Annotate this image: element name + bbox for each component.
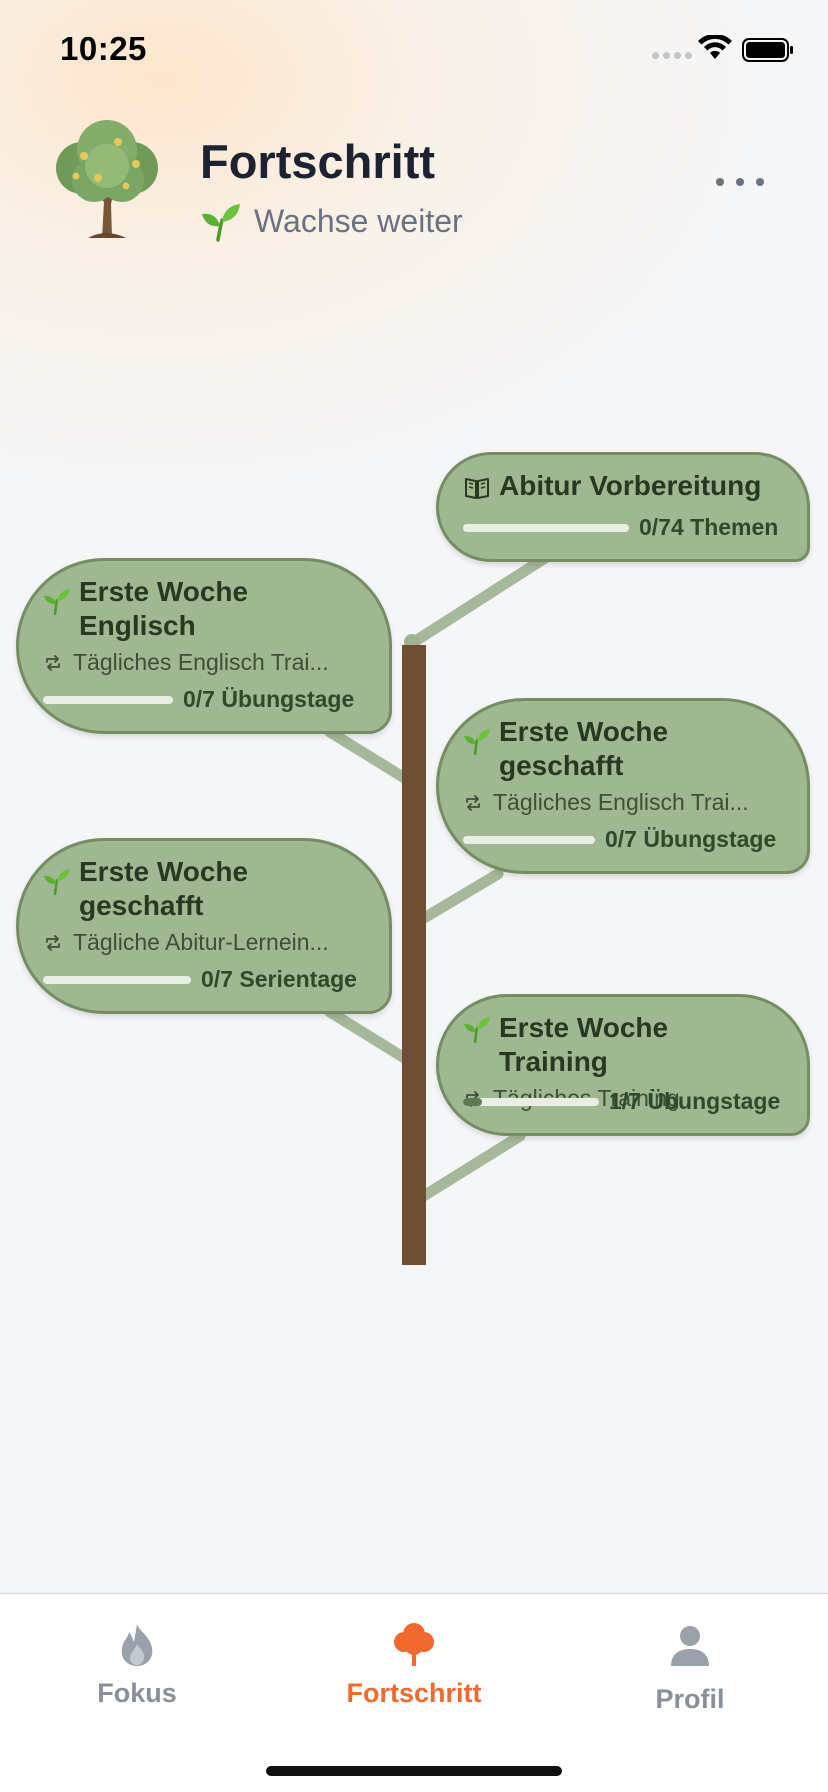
goal-progress: 0/74 Themen — [463, 514, 785, 541]
progress-text: 1/7 Übungstage — [609, 1088, 781, 1114]
goal-progress: 0/7 Serientage — [43, 966, 367, 993]
goal-title: Abitur Vorbereitung — [499, 470, 762, 501]
goal-title: Erste Woche Englisch — [79, 576, 249, 641]
progress-text: 0/7 Übungstage — [183, 686, 355, 712]
tab-label: Fortschritt — [346, 1678, 482, 1708]
page-header: Fortschritt Wachse weiter — [0, 110, 828, 250]
habit-label: Tägliche Abitur-Lernein... — [73, 929, 329, 955]
tab-bar: Fokus Fortschritt Profil — [0, 1593, 828, 1792]
tree-avatar-icon — [56, 120, 158, 238]
more-options-button[interactable] — [712, 170, 768, 194]
sprout-icon — [202, 204, 240, 242]
tab-label: Fokus — [97, 1678, 177, 1708]
goal-progress: 1/7 Übungstage — [463, 1088, 785, 1115]
subtitle-row: Wachse weiter — [200, 200, 463, 242]
sprout-icon — [464, 1017, 490, 1043]
cellular-signal-icon — [652, 52, 692, 59]
home-indicator — [266, 1766, 562, 1776]
tab-fortschritt[interactable]: Fortschritt — [314, 1622, 514, 1709]
progress-fill — [463, 1097, 483, 1106]
status-time: 10:25 — [60, 30, 147, 67]
tree-icon — [394, 1623, 434, 1666]
tab-profil[interactable]: Profil — [590, 1622, 790, 1715]
goal-card[interactable]: Erste Woche Englisch Tägliches Englisch … — [16, 558, 392, 734]
wifi-icon — [698, 35, 732, 59]
sprout-icon — [44, 869, 70, 895]
person-icon — [671, 1626, 709, 1666]
goal-card[interactable]: Erste Woche Training Tägliches Training … — [436, 994, 810, 1136]
goal-title: Erste Woche geschafft — [79, 856, 249, 921]
goal-card[interactable]: Erste Woche geschafft Tägliche Abitur-Le… — [16, 838, 392, 1014]
flame-icon — [121, 1624, 153, 1666]
goal-title: Erste Woche Training — [499, 1012, 669, 1077]
sprout-icon — [44, 589, 70, 615]
goal-progress: 0/7 Übungstage — [43, 686, 367, 713]
page-title: Fortschritt — [200, 135, 435, 188]
goal-card[interactable]: Abitur Vorbereitung 0/74 Themen — [436, 452, 810, 562]
book-icon — [465, 478, 489, 499]
habit-label: Tägliches Englisch Trai... — [493, 789, 749, 815]
goal-card[interactable]: Erste Woche geschafft Tägliches Englisch… — [436, 698, 810, 874]
goal-progress: 0/7 Übungstage — [463, 826, 785, 853]
goal-title: Erste Woche geschafft — [499, 716, 669, 781]
repeat-icon — [466, 1090, 480, 1107]
tab-fokus[interactable]: Fokus — [37, 1622, 237, 1709]
progress-text: 0/7 Übungstage — [605, 826, 777, 852]
repeat-icon — [466, 794, 480, 811]
repeat-icon — [46, 654, 60, 671]
repeat-icon — [46, 934, 60, 951]
tree-trunk — [402, 645, 426, 1265]
progress-text: 0/7 Serientage — [201, 966, 357, 992]
tab-label: Profil — [655, 1684, 725, 1714]
status-bar: 10:25 — [0, 0, 828, 100]
page-subtitle: Wachse weiter — [254, 202, 463, 239]
progress-text: 0/74 Themen — [639, 514, 779, 540]
sprout-icon — [464, 729, 490, 755]
battery-icon — [742, 38, 793, 62]
habit-label: Tägliches Englisch Trai... — [73, 649, 329, 675]
